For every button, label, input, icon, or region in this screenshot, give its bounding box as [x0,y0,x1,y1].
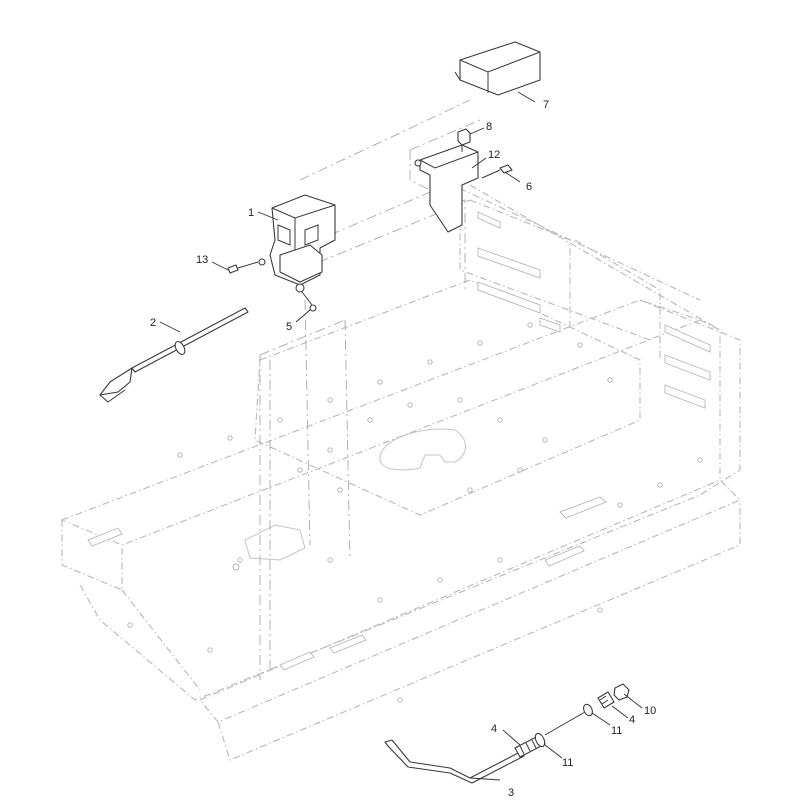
part-11-washer-upper [583,703,593,717]
mower-frame-ghost [60,99,741,761]
callout-13: 13 [196,254,208,266]
part-4-spring-upper [597,691,615,709]
callout-5: 5 [286,321,292,333]
part-8-bolt [457,128,471,152]
part-11-washer-lower [534,732,546,748]
callout-3: 3 [508,787,514,799]
callout-6: 6 [526,181,532,193]
leader-lines [159,91,643,781]
callout-4b: 4 [629,714,635,726]
callout-4a: 4 [491,723,497,735]
callout-7: 7 [543,99,549,111]
callout-11b: 11 [611,725,622,737]
part-13-screw [227,261,259,274]
callout-1: 1 [248,207,254,219]
part-10-nut [613,683,630,701]
part-3-lower-rod [384,739,525,784]
callout-10: 10 [644,705,656,717]
part-1-actuator [258,194,336,293]
rod-end [544,711,586,736]
callout-8: 8 [486,121,492,133]
part-5-pin [301,291,317,312]
callout-labels: 1 2 3 4 4 5 6 7 8 10 11 11 12 13 [150,99,656,799]
part-6-screw [481,164,513,179]
callout-12: 12 [488,149,500,161]
part-12-bracket [414,144,479,233]
part-7-cover [454,41,541,96]
callout-11a: 11 [562,757,573,769]
callout-2: 2 [150,317,156,329]
part-2-handle-rod [99,307,249,403]
frame-holes [127,322,703,703]
